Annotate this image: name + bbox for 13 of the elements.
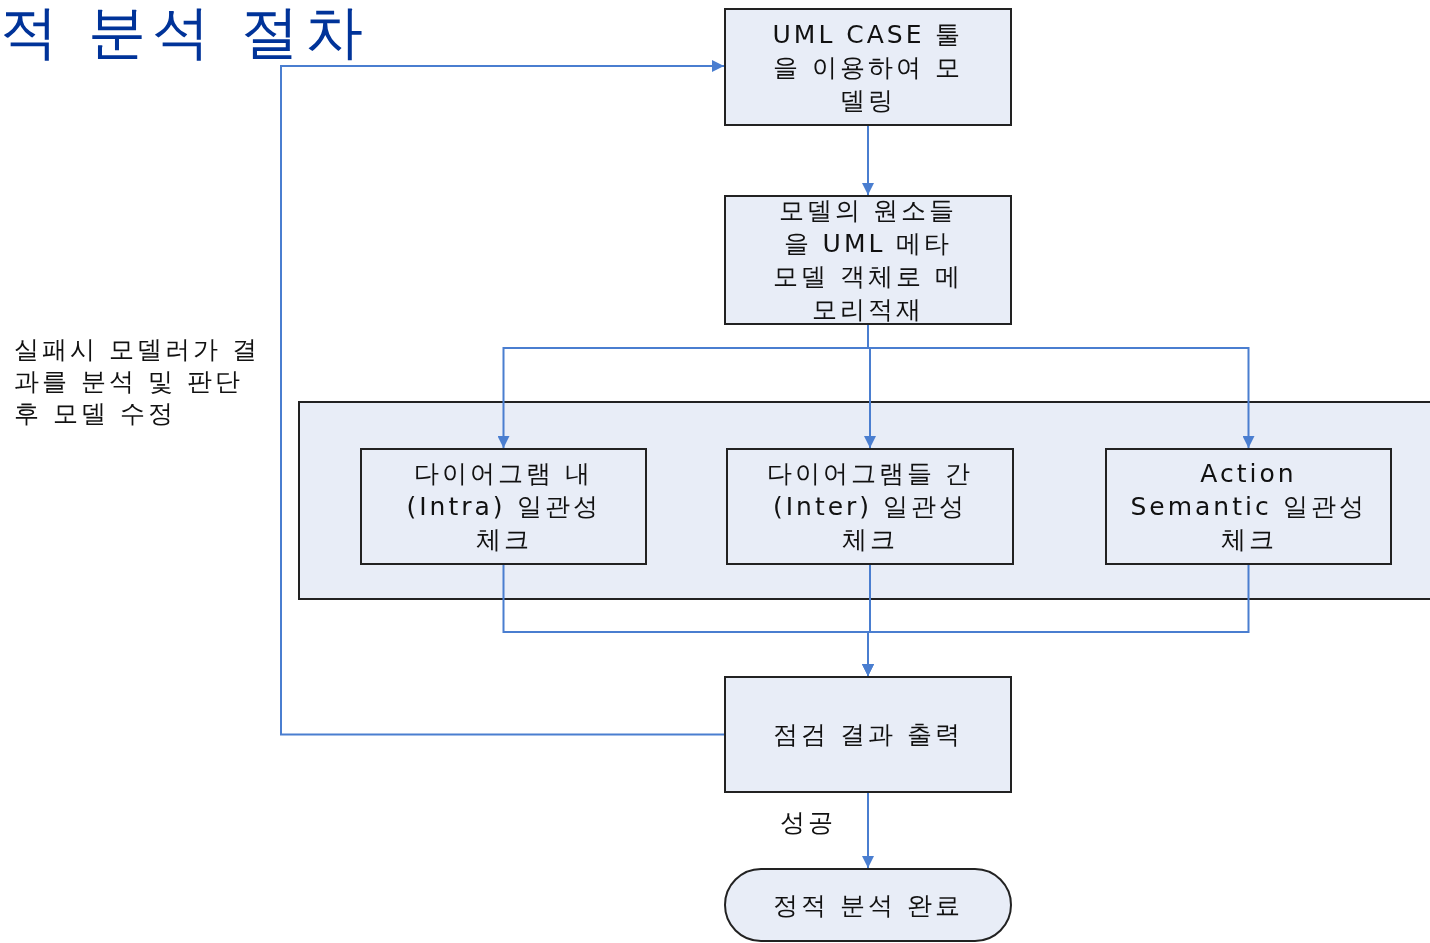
process-box: UML CASE 툴을 이용하여 모델링 [724,8,1012,126]
title: 적 분석 절차 [0,0,369,68]
process-box: 다이어그램 내 (Intra) 일관성체크 [360,448,647,565]
process-box: 점검 결과 출력 [724,676,1012,793]
arrow [280,60,725,736]
terminal-box: 정적 분석 완료 [724,868,1012,942]
process-box: 다이어그램들 간 (Inter) 일관성 체크 [726,448,1014,565]
arrow [862,125,874,196]
group-band [298,401,1430,600]
process-box: 모델의 원소들을 UML 메타모델 객체로 메모리적재 [724,195,1012,325]
arrow [862,792,874,869]
arrow [862,564,1250,677]
process-box: Action Semantic 일관성 체크 [1105,448,1392,565]
